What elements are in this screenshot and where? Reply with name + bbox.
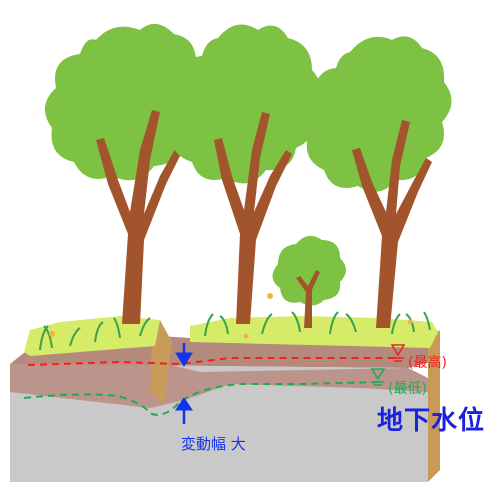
fluctuation-arrows — [175, 343, 193, 424]
canopy-middle — [166, 24, 321, 184]
trunk-middle — [214, 112, 292, 324]
trunk-small — [296, 270, 320, 328]
grass-band — [24, 293, 438, 356]
max-level-symbol — [390, 344, 406, 362]
trunk-right — [352, 120, 432, 328]
canopy-small — [272, 235, 346, 306]
min-level-label: (最低) — [388, 381, 427, 397]
tree-left — [44, 23, 206, 324]
fluctuation-range-label: 変動幅 大 — [181, 435, 246, 453]
arrow-down-icon — [175, 352, 193, 367]
groundwater-level-title: 地下水位 — [377, 406, 486, 436]
flowers — [49, 293, 413, 339]
tree-small — [272, 235, 346, 328]
tree-middle — [166, 24, 321, 324]
grass-surface-right — [190, 316, 438, 348]
trunk-left — [96, 110, 184, 324]
min-groundwater-line — [23, 381, 381, 416]
soil-side-face — [428, 330, 440, 482]
grass-blades — [39, 311, 431, 351]
grass-surface — [24, 316, 160, 356]
canopy-left — [44, 23, 206, 181]
max-level-label: (最高) — [408, 355, 447, 371]
canopy-right — [303, 36, 452, 192]
tree-right — [303, 36, 452, 328]
min-level-symbol — [370, 368, 386, 386]
